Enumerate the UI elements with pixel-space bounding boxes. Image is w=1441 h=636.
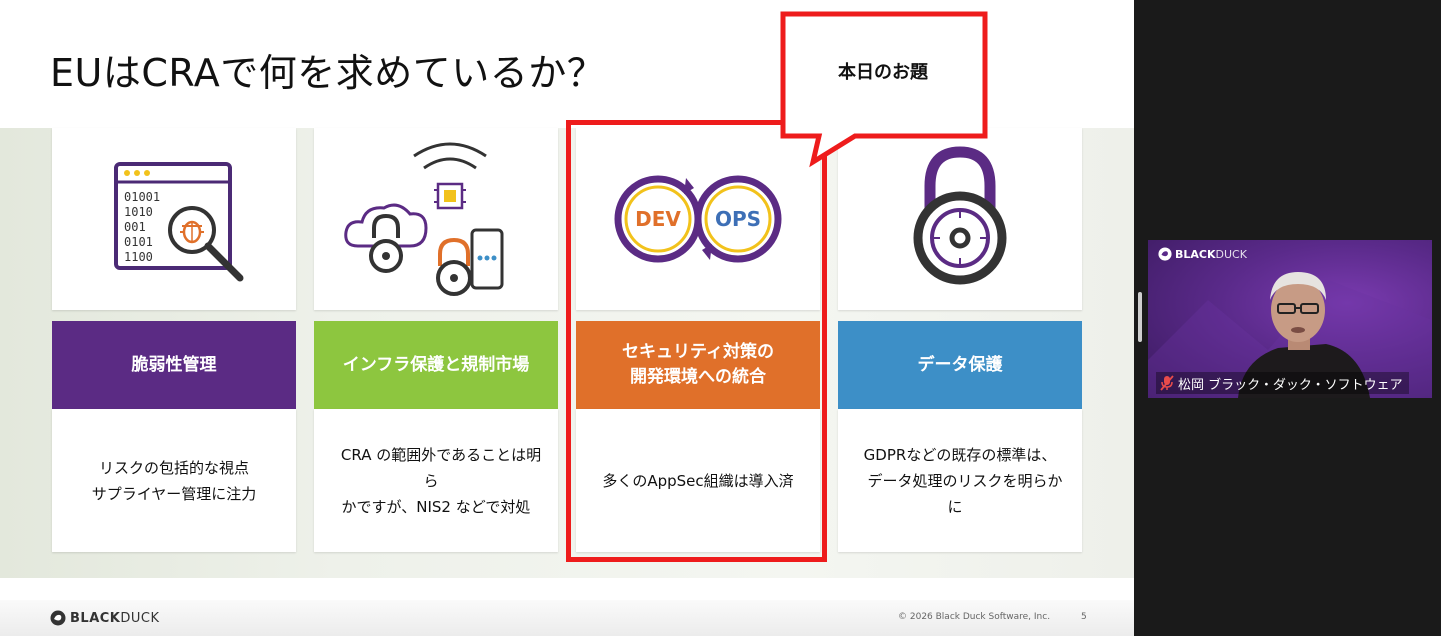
black-duck-logo-icon	[1158, 247, 1172, 261]
logo-light: DUCK	[120, 610, 160, 626]
participant-name: 松岡 ブラック・ダック・ソフトウェア	[1178, 377, 1403, 393]
card-security-integration-description: 多くのAppSec組織は導入済	[576, 409, 820, 552]
logo-light: DUCK	[1215, 247, 1247, 261]
label-line: セキュリティ対策の	[622, 342, 774, 362]
dev-label: DEV	[635, 207, 681, 231]
card-data-protection-description: GDPRなどの既存の標準は、 データ処理のリスクを明らかに	[838, 409, 1082, 552]
participant-name-bar: 松岡 ブラック・ダック・ソフトウェア	[1156, 372, 1409, 394]
footer-logo-text: BLACKDUCK	[70, 611, 160, 626]
participant-video-tile[interactable]: BLACKDUCK 松岡 ブラック・ダック・ソフトウェア	[1148, 240, 1432, 398]
page-number: 5	[1081, 612, 1087, 622]
logo-bold: BLACK	[70, 610, 121, 626]
padlock-icon	[913, 146, 1007, 285]
code-line: 1100	[124, 250, 153, 264]
card-description-text: 多くのAppSec組織は導入済	[602, 471, 794, 490]
video-logo: BLACKDUCK	[1158, 247, 1247, 261]
callout-bubble	[780, 11, 988, 168]
card-label-text: インフラ保護と規制市場	[342, 354, 530, 375]
description-line: リスクの包括的な視点	[98, 458, 249, 477]
slide-title: EUはCRAで何を求めているか？	[50, 51, 606, 95]
description-line: GDPRなどの既存の標準は、	[863, 445, 1057, 464]
card-devops-icon-panel: DEV OPS	[576, 128, 820, 310]
card-infrastructure-description: CRA の範囲外であることは明ら かですが、NIS2 などで対処	[314, 409, 558, 552]
code-window-bug-icon: 01001 1010 001 0101 1100	[114, 162, 244, 282]
callout-text: 本日のお題	[838, 62, 928, 83]
label-line: 開発環境への統合	[629, 367, 766, 387]
cloud-lock-device-icon	[344, 142, 504, 296]
mic-muted-icon	[1160, 375, 1174, 391]
description-line: データ処理のリスクを明らかに	[867, 471, 1063, 516]
card-vulnerability-icon-panel: 01001 1010 001 0101 1100	[52, 128, 296, 310]
participant-video-feed	[1148, 272, 1432, 398]
card-label-infrastructure-protection: インフラ保護と規制市場	[314, 321, 558, 409]
highlight-box	[566, 120, 827, 562]
ops-label: OPS	[715, 207, 761, 231]
card-description-text: リスクの包括的な視点 サプライヤー管理に注力	[72, 455, 277, 507]
card-label-data-protection: データ保護	[838, 321, 1082, 409]
card-data-protection-icon-panel	[838, 128, 1082, 310]
card-label-text: 脆弱性管理	[131, 354, 217, 375]
card-infrastructure-icon-panel	[314, 128, 558, 310]
description-line: サプライヤー管理に注力	[91, 484, 257, 503]
presentation-slide: EUはCRAで何を求めているか？ 01001 1010 001 0101 110…	[0, 0, 1134, 636]
devops-infinity-icon: DEV OPS	[614, 175, 782, 263]
card-label-text: データ保護	[917, 354, 1003, 375]
code-line: 0101	[124, 235, 153, 249]
copyright-text: © 2026 Black Duck Software, Inc.	[898, 612, 1051, 622]
card-description-text: CRA の範囲外であることは明ら かですが、NIS2 などで対処	[314, 442, 558, 520]
logo-bold: BLACK	[1175, 247, 1216, 261]
code-line: 001	[124, 220, 146, 234]
card-label-security-integration: セキュリティ対策の 開発環境への統合	[576, 321, 820, 409]
black-duck-logo-icon	[50, 610, 66, 626]
slide-footer	[0, 600, 1134, 636]
panel-resize-handle[interactable]	[1138, 292, 1142, 342]
card-label-text: セキュリティ対策の 開発環境への統合	[622, 340, 774, 390]
description-line: CRA の範囲外であることは明ら	[340, 445, 542, 490]
description-line: かですが、NIS2 などで対処	[341, 497, 531, 516]
code-line: 1010	[124, 205, 153, 219]
card-label-vulnerability-management: 脆弱性管理	[52, 321, 296, 409]
video-logo-text: BLACKDUCK	[1175, 248, 1247, 261]
card-description-text: GDPRなどの既存の標準は、 データ処理のリスクを明らかに	[838, 442, 1082, 520]
card-vulnerability-description: リスクの包括的な視点 サプライヤー管理に注力	[52, 409, 296, 552]
footer-logo: BLACKDUCK	[50, 610, 160, 626]
code-line: 01001	[124, 190, 160, 204]
